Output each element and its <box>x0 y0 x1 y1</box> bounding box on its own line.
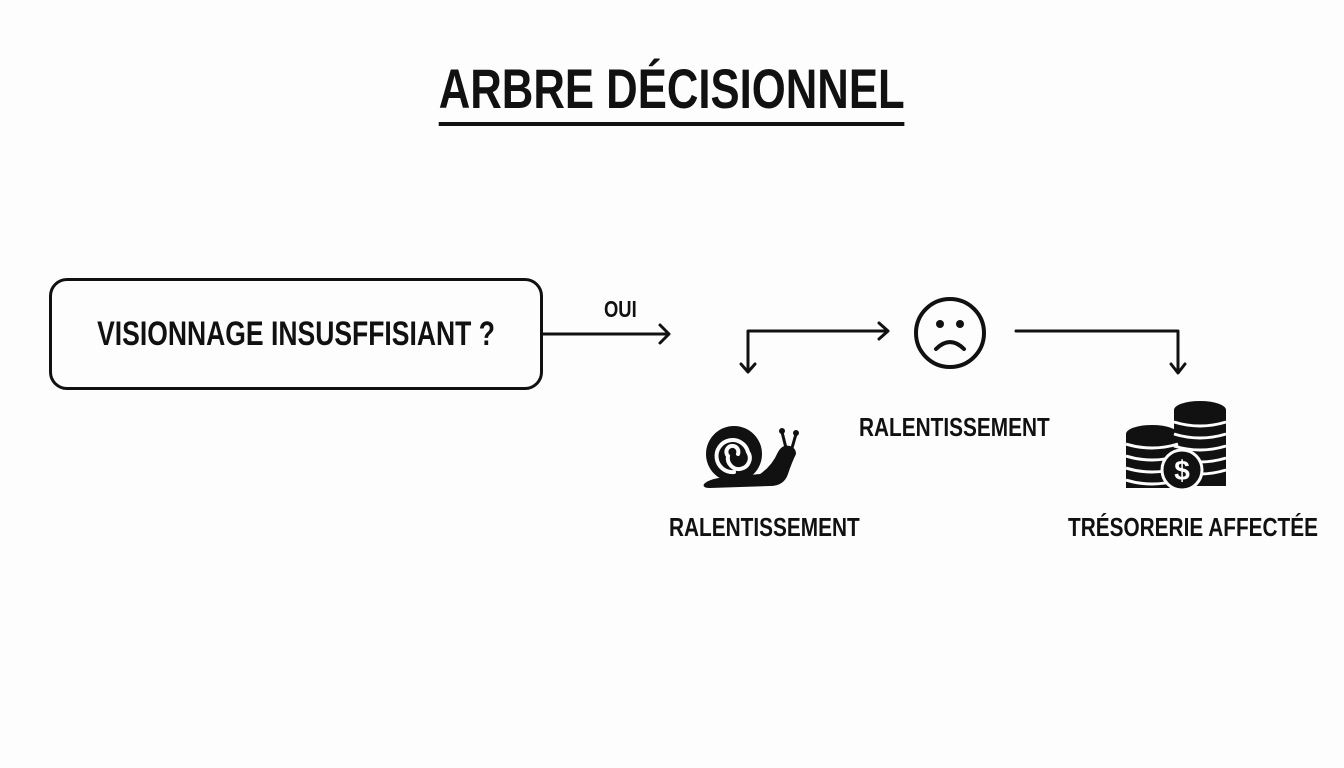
outcome-label-snail: RALENTISSEMENT <box>669 512 860 542</box>
down-arrow-head-snail <box>739 362 757 374</box>
outcome-label-treasury: TRÉSORERIE AFFECTÉE <box>1068 512 1319 542</box>
title-text: ARBRE DÉCISIONNEL <box>439 58 905 126</box>
svg-text:$: $ <box>1174 455 1190 486</box>
yes-arrow-head <box>658 323 671 345</box>
down-arrow-head-coins <box>1169 362 1187 375</box>
sad-face-icon <box>914 297 986 369</box>
branch-connector <box>746 329 888 373</box>
page-title: ARBRE DÉCISIONNEL <box>0 58 1344 126</box>
coins-dollar-icon: $ <box>1126 401 1227 492</box>
question-node: VISIONNAGE INSUSFFISIANT ? <box>49 278 543 390</box>
right-arrow-head-face <box>877 321 890 341</box>
snail-icon <box>703 426 799 488</box>
question-label: VISIONNAGE INSUSFFISIANT ? <box>97 314 495 353</box>
face-to-coins-connector <box>1014 329 1180 374</box>
edge-label-yes: OUI <box>604 296 637 322</box>
outcome-label-sad: RALENTISSEMENT <box>859 412 1050 442</box>
